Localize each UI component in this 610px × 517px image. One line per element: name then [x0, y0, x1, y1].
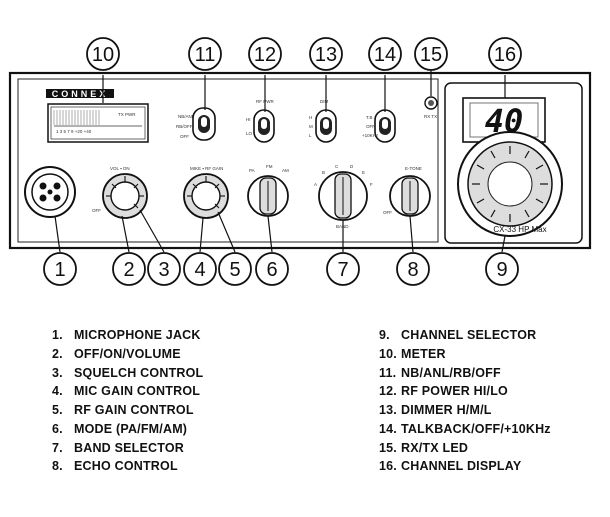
legend-item-4: 4.MIC GAIN CONTROL [52, 384, 201, 398]
radio-faceplate [8, 71, 592, 250]
legend-item-1: 1.MICROPHONE JACK [52, 328, 201, 342]
svg-text:A: A [314, 182, 317, 187]
svg-text:13: 13 [315, 44, 337, 66]
svg-text:LO: LO [246, 131, 253, 136]
callout-5: 5 [218, 252, 252, 286]
svg-text:MIKE ▪ RF GAIN: MIKE ▪ RF GAIN [190, 166, 223, 171]
microphone-jack[interactable] [24, 166, 76, 218]
band-selector-knob[interactable]: A B C D E F BAND [314, 164, 373, 229]
svg-text:RX TX: RX TX [424, 114, 437, 119]
legend-item-5: 5.RF GAIN CONTROL [52, 403, 194, 417]
svg-text:DIM: DIM [320, 99, 329, 104]
svg-text:11: 11 [195, 44, 216, 66]
svg-text:8: 8 [407, 259, 418, 281]
callout-9: 9 [485, 252, 519, 286]
legend-item-16: 16.CHANNEL DISPLAY [379, 459, 522, 473]
nb-anl-switch[interactable]: NB/ANL RB/OFF OFF [176, 107, 216, 141]
legend-item-14: 14.TALKBACK/OFF/+10KHz [379, 422, 551, 436]
svg-text:FM: FM [266, 164, 273, 169]
legend-item-11: 11.NB/ANL/RB/OFF [379, 366, 501, 380]
svg-text:1 3 5 7 9 +20 +40: 1 3 5 7 9 +20 +40 [56, 129, 92, 134]
legend-item-6: 6.MODE (PA/FM/AM) [52, 422, 188, 436]
svg-text:7: 7 [337, 259, 348, 281]
svg-text:E-TONE: E-TONE [405, 166, 422, 171]
svg-text:OFF: OFF [180, 134, 189, 139]
callout-12: 12 [248, 37, 282, 71]
meter: TX PWR 1 3 5 7 9 +20 +40 [47, 103, 149, 143]
callout-8: 8 [396, 252, 430, 286]
rx-tx-led: RX TX [424, 96, 438, 119]
svg-text:B: B [322, 170, 325, 175]
svg-text:10: 10 [92, 44, 114, 66]
callout-15: 15 [414, 37, 448, 71]
svg-text:F: F [370, 182, 373, 187]
callout-4: 4 [183, 252, 217, 286]
svg-text:6: 6 [266, 259, 277, 281]
svg-text:+10KHz: +10KHz [362, 133, 379, 138]
legend-item-3: 3.SQUELCH CONTROL [52, 366, 204, 380]
legend-item-2: 2.OFF/ON/VOLUME [52, 347, 181, 361]
svg-text:AM: AM [282, 168, 289, 173]
svg-text:4: 4 [194, 259, 205, 281]
svg-text:2: 2 [123, 259, 134, 281]
talkback-switch[interactable]: T.B OFF +10KHz [362, 109, 396, 143]
svg-text:OFF: OFF [383, 210, 392, 215]
svg-text:NB/ANL: NB/ANL [178, 114, 195, 119]
callout-10: 10 [86, 37, 120, 71]
callout-11: 11 [188, 37, 222, 71]
svg-text:OFF: OFF [366, 124, 375, 129]
svg-text:16: 16 [494, 44, 516, 66]
volume-squelch-knob[interactable]: VOL ▪ ON OFF [92, 166, 148, 219]
echo-knob[interactable]: E-TONE OFF [383, 166, 431, 217]
rf-power-switch[interactable]: RF PWR HI LO [246, 99, 275, 143]
svg-text:M: M [309, 124, 313, 129]
svg-text:9: 9 [496, 259, 507, 281]
svg-text:TX PWR: TX PWR [118, 112, 136, 117]
callout-1: 1 [43, 252, 77, 286]
svg-text:T.B: T.B [366, 115, 373, 120]
svg-text:E: E [362, 170, 365, 175]
legend-right: 9.CHANNEL SELECTOR 10.METER 11.NB/ANL/RB… [379, 328, 604, 478]
leader-lines [54, 70, 506, 253]
callout-6: 6 [255, 252, 289, 286]
callout-13: 13 [309, 37, 343, 71]
svg-text:RB/OFF: RB/OFF [176, 124, 193, 129]
legend-item-9: 9.CHANNEL SELECTOR [379, 328, 537, 342]
callout-14: 14 [368, 37, 402, 71]
dimmer-switch[interactable]: DIM H M L [309, 99, 337, 143]
svg-text:PA: PA [249, 168, 255, 173]
mode-knob[interactable]: PA FM AM [247, 164, 289, 217]
brand-logo: CONNEX [46, 89, 114, 99]
svg-text:CONNEX: CONNEX [52, 89, 109, 99]
svg-text:L: L [309, 133, 312, 138]
svg-text:3: 3 [158, 259, 169, 281]
svg-text:D: D [350, 164, 354, 169]
legend-item-10: 10.METER [379, 347, 446, 361]
svg-text:HI: HI [246, 117, 251, 122]
svg-text:15: 15 [420, 44, 442, 66]
svg-text:1: 1 [54, 259, 65, 281]
svg-text:CX-33 HP Max: CX-33 HP Max [493, 225, 546, 234]
callout-7: 7 [326, 252, 360, 286]
legend-item-7: 7.BAND SELECTOR [52, 441, 185, 455]
callout-16: 16 [488, 37, 522, 71]
legend-item-13: 13.DIMMER H/M/L [379, 403, 492, 417]
callout-3: 3 [147, 252, 181, 286]
legend-item-8: 8.ECHO CONTROL [52, 459, 178, 473]
mic-rf-gain-knob[interactable]: MIKE ▪ RF GAIN [183, 166, 229, 219]
svg-text:VOL ▪ ON: VOL ▪ ON [110, 166, 130, 171]
svg-text:C: C [335, 164, 339, 169]
svg-text:OFF: OFF [92, 208, 101, 213]
legend-item-12: 12.RF POWER HI/LO [379, 384, 508, 398]
legend-item-15: 15.RX/TX LED [379, 441, 469, 455]
channel-selector-knob[interactable]: CX-33 HP Max [457, 131, 563, 237]
legend-left: 1.MICROPHONE JACK 2.OFF/ON/VOLUME 3.SQUE… [52, 328, 312, 478]
svg-text:5: 5 [229, 259, 240, 281]
svg-text:14: 14 [374, 44, 396, 66]
callout-2: 2 [112, 252, 146, 286]
svg-text:12: 12 [254, 44, 276, 66]
svg-text:H: H [309, 115, 312, 120]
